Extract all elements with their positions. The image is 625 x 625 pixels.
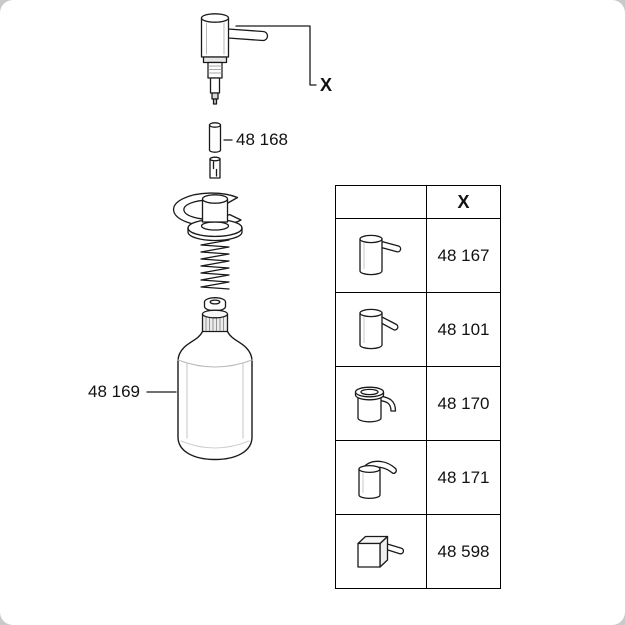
table-header-row: X <box>335 185 501 219</box>
table-row: 48 171 <box>335 440 501 515</box>
pump-shaft <box>202 56 228 105</box>
retaining-ring <box>203 297 227 312</box>
table-row: 48 101 <box>335 292 501 367</box>
socket-cylinder <box>201 194 229 223</box>
pump-cylinder-angled-spout-icon <box>335 292 427 367</box>
part-number-cell: 48 167 <box>426 218 501 293</box>
pump-head <box>200 13 269 58</box>
x-callout-label: X <box>320 75 333 95</box>
pump-flanged-curved-spout-icon <box>335 366 427 441</box>
table-row: 48 170 <box>335 366 501 441</box>
pump-cube-straight-spout-icon <box>335 514 427 589</box>
pump-cylinder-straight-spout-icon <box>335 218 427 293</box>
part-number-cell: 48 170 <box>426 366 501 441</box>
x-bracket-line <box>235 25 317 86</box>
part-number-cell: 48 171 <box>426 440 501 515</box>
bottle-48169 <box>177 330 253 461</box>
part-label-48168: 48 168 <box>236 130 288 149</box>
pump-cylinder-arc-spout-icon <box>335 440 427 515</box>
threaded-shank <box>200 239 230 290</box>
part-label-48169: 48 169 <box>88 382 140 401</box>
part-number-cell: 48 101 <box>426 292 501 367</box>
header-x-cell: X <box>426 185 501 219</box>
header-icon-cell <box>335 185 427 219</box>
slotted-pin <box>209 156 221 179</box>
part-number-cell: 48 598 <box>426 514 501 589</box>
bottle-cap <box>201 309 229 333</box>
table-row: 48 598 <box>335 514 501 589</box>
adapter-sleeve-48168 <box>208 122 233 153</box>
variants-table: X 48 167 <box>335 185 501 589</box>
table-row: 48 167 <box>335 218 501 293</box>
